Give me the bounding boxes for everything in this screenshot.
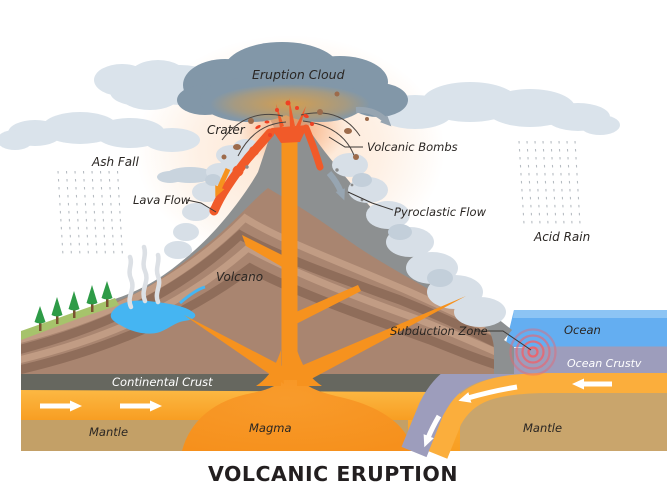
tree	[51, 297, 63, 324]
label-crater: Crater	[207, 123, 246, 137]
acid-rain-streaks	[518, 140, 581, 225]
ash-specks	[245, 165, 364, 202]
stream	[179, 285, 206, 305]
continental-crust-band	[21, 374, 450, 392]
ash-fall-streaks	[57, 170, 124, 257]
leader-lines	[186, 136, 532, 351]
tree	[34, 306, 46, 331]
label-mantle-right: Mantle	[523, 421, 562, 435]
label-continental-crust: Continental Crust	[112, 375, 213, 389]
label-acid-rain: Acid Rain	[533, 230, 590, 244]
tree	[68, 291, 80, 318]
label-ash-fall: Ash Fall	[91, 155, 139, 169]
pyroclastic-billows-left	[164, 139, 259, 259]
plate-motion-arrows	[40, 378, 612, 448]
diagram-title: VOLCANIC ERUPTION	[208, 462, 458, 486]
label-mantle-left: Mantle	[89, 425, 128, 439]
volcanic-bombs-group	[221, 91, 369, 160]
label-lava-flow: Lava Flow	[133, 193, 191, 207]
label-ocean-crust: Ocean Crustv	[567, 357, 642, 370]
label-magma: Magma	[249, 421, 292, 435]
grass-slope	[21, 298, 119, 340]
tree	[86, 285, 98, 312]
pyroclastic-billows-shadow	[205, 173, 453, 287]
ocean	[505, 310, 667, 347]
magma-chamber	[182, 376, 413, 451]
lava-sparks	[255, 100, 314, 137]
cloud-right	[377, 82, 620, 135]
trees	[34, 281, 113, 331]
pyroclastic-billows-right	[332, 153, 506, 327]
label-pyroclastic-flow: Pyroclastic Flow	[394, 205, 487, 219]
label-subduction-zone: Subduction Zone	[390, 324, 488, 338]
label-volcano: Volcano	[216, 270, 263, 284]
magma-conduit-system	[184, 133, 466, 386]
ocean-surface	[513, 310, 667, 318]
cloud-mid-left	[0, 112, 200, 152]
earthquake-rings	[509, 328, 557, 376]
label-ocean: Ocean	[564, 323, 601, 337]
label-eruption-cloud: Eruption Cloud	[252, 67, 345, 82]
label-volcanic-bombs: Volcanic Bombs	[367, 140, 458, 154]
small-cloud-puff	[157, 167, 214, 183]
lava-flow-arrow	[215, 167, 231, 198]
pyroclastic-arrow-mid	[326, 171, 345, 201]
steam-wisps	[127, 244, 162, 310]
bomb-trajectories	[221, 112, 361, 159]
pyroclastic-arrow-top	[355, 106, 392, 127]
tree	[101, 281, 113, 307]
